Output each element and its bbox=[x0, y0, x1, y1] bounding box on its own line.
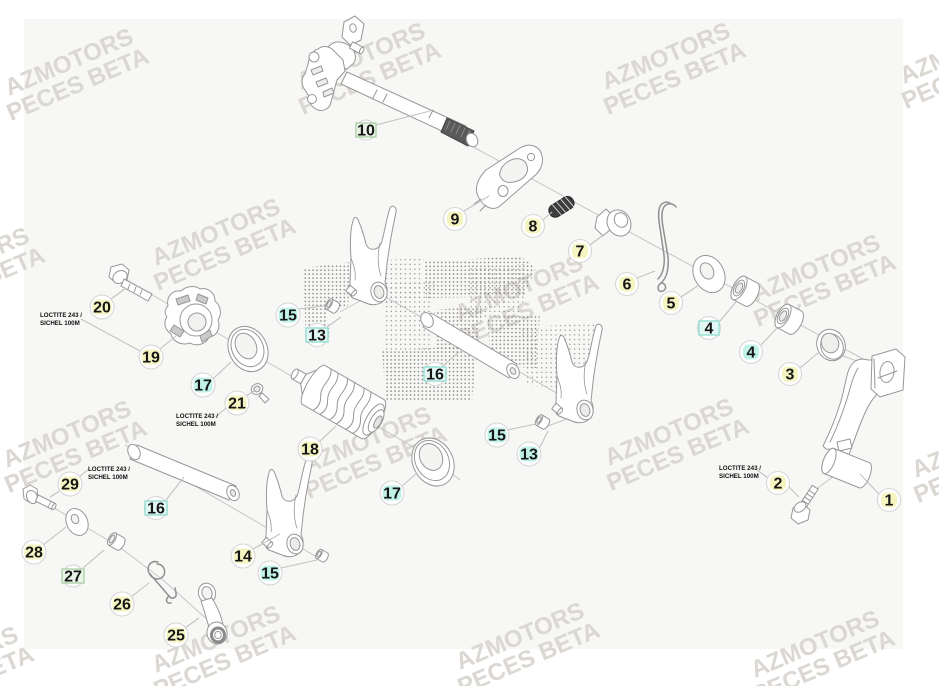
svg-text:AZMOTORS: AZMOTORS bbox=[908, 405, 939, 483]
svg-text:SICHEL 100M: SICHEL 100M bbox=[88, 474, 128, 481]
svg-text:7: 7 bbox=[576, 244, 585, 261]
svg-text:16: 16 bbox=[426, 367, 444, 384]
svg-text:10: 10 bbox=[357, 123, 375, 140]
svg-text:LOCTITE 243 /: LOCTITE 243 / bbox=[719, 465, 761, 472]
svg-text:9: 9 bbox=[451, 212, 460, 229]
svg-text:4: 4 bbox=[705, 321, 714, 338]
svg-text:15: 15 bbox=[261, 566, 279, 583]
svg-text:17: 17 bbox=[194, 378, 212, 395]
svg-text:15: 15 bbox=[279, 308, 297, 325]
svg-text:18: 18 bbox=[301, 442, 319, 459]
svg-text:14: 14 bbox=[234, 549, 252, 566]
svg-text:5: 5 bbox=[667, 296, 676, 313]
svg-text:3: 3 bbox=[786, 367, 795, 384]
svg-text:8: 8 bbox=[529, 219, 538, 236]
svg-text:13: 13 bbox=[308, 328, 326, 345]
svg-text:20: 20 bbox=[93, 300, 111, 317]
svg-text:2: 2 bbox=[774, 476, 783, 493]
svg-text:15: 15 bbox=[488, 428, 506, 445]
svg-text:SICHEL 100M: SICHEL 100M bbox=[719, 473, 759, 480]
svg-text:25: 25 bbox=[167, 628, 185, 645]
svg-text:SICHEL 100M: SICHEL 100M bbox=[176, 421, 216, 428]
svg-text:1: 1 bbox=[885, 493, 894, 510]
svg-text:LOCTITE 243 /: LOCTITE 243 / bbox=[88, 466, 130, 473]
svg-text:4: 4 bbox=[747, 345, 756, 362]
svg-text:LOCTITE 243 /: LOCTITE 243 / bbox=[40, 312, 82, 319]
svg-text:16: 16 bbox=[147, 501, 165, 518]
svg-text:13: 13 bbox=[520, 447, 538, 464]
svg-text:17: 17 bbox=[383, 486, 401, 503]
svg-text:21: 21 bbox=[228, 396, 246, 413]
svg-text:SICHEL 100M: SICHEL 100M bbox=[40, 320, 80, 327]
svg-text:28: 28 bbox=[25, 545, 43, 562]
svg-text:26: 26 bbox=[113, 597, 131, 614]
svg-text:6: 6 bbox=[623, 277, 632, 294]
svg-text:27: 27 bbox=[64, 569, 82, 586]
svg-text:19: 19 bbox=[142, 350, 160, 367]
svg-text:LOCTITE 243 /: LOCTITE 243 / bbox=[176, 413, 218, 420]
svg-text:29: 29 bbox=[61, 477, 79, 494]
